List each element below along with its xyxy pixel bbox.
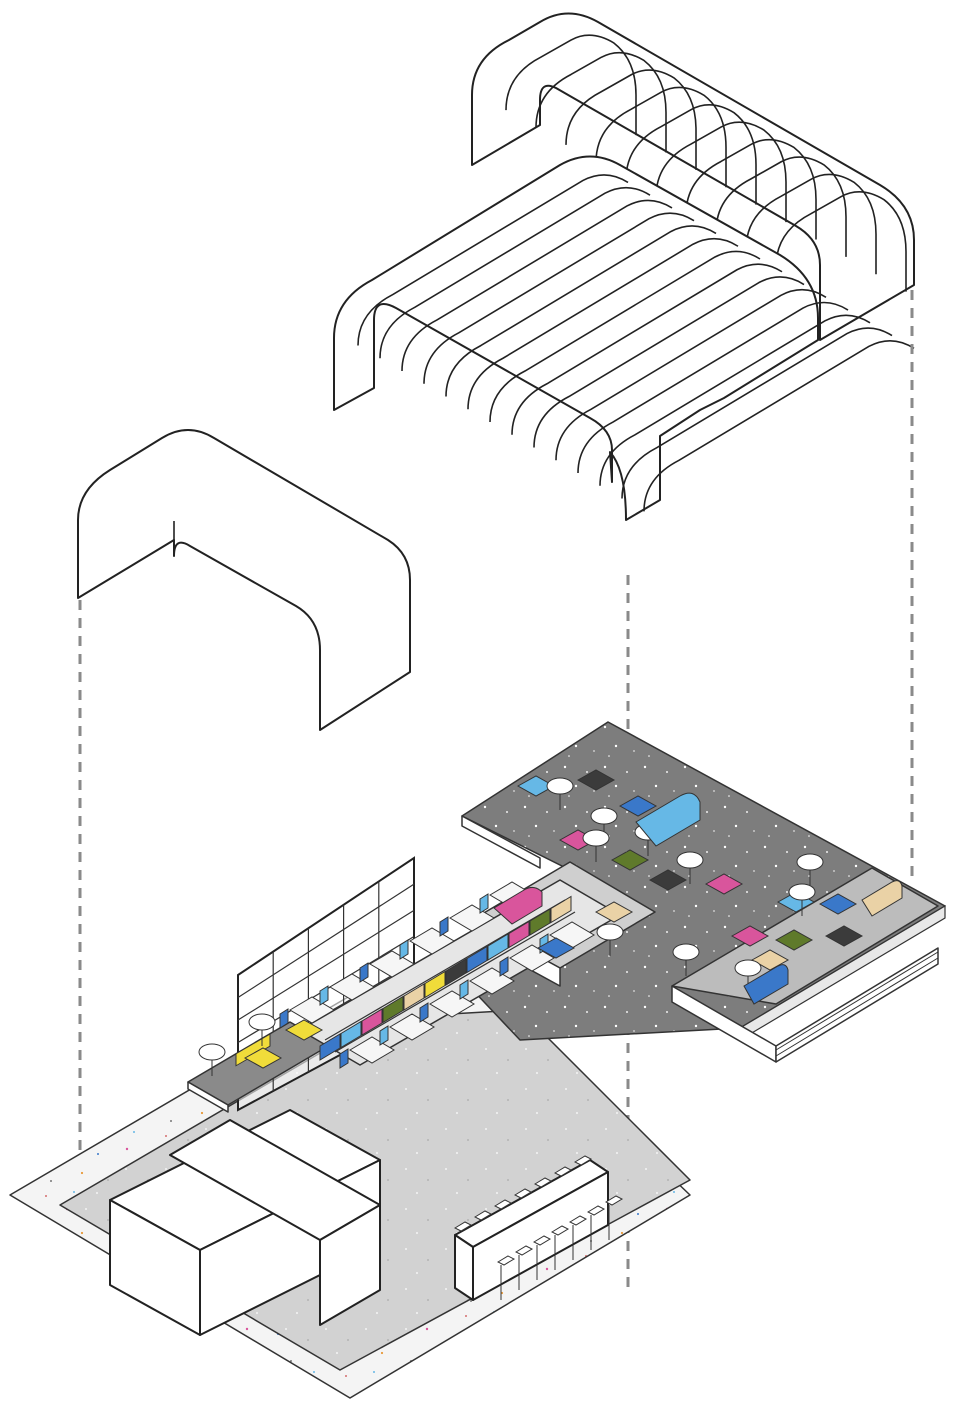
canopy-rib (423, 212, 695, 384)
canopy-rib (445, 225, 717, 397)
canopy-rib (655, 121, 787, 223)
dining-chair (499, 956, 509, 977)
bar-stool (550, 1225, 570, 1236)
canopy-rib (467, 237, 739, 410)
canopy-rib (685, 138, 817, 240)
round-table (788, 883, 816, 901)
round-table (796, 853, 824, 871)
banquette-cushion (361, 1008, 383, 1036)
bar-stool (532, 1235, 552, 1246)
lounge-sofa (635, 792, 701, 847)
round-table (676, 851, 704, 869)
round-table (198, 1043, 226, 1061)
canopy-top (471, 12, 915, 341)
banquette-rail (324, 899, 576, 1053)
dining-chair (279, 1008, 289, 1029)
canopy-rib (775, 191, 907, 292)
lounge-cushion (730, 925, 770, 947)
banquette-cushion (319, 1033, 341, 1061)
banquette-cushion (487, 933, 509, 961)
round-table (248, 1013, 276, 1031)
dining-chair (439, 916, 449, 937)
round-table (596, 923, 624, 941)
dining-chair (359, 962, 369, 983)
bar-stool (553, 1166, 573, 1177)
canopy-rib (555, 288, 827, 461)
bar-stool (573, 1155, 593, 1166)
canopy-rib (357, 174, 629, 346)
bar-stool (568, 1215, 588, 1226)
canopy-rib (511, 263, 783, 435)
canopy-rib (715, 156, 847, 257)
partition-transom (237, 883, 415, 999)
lounge-cushion (576, 769, 616, 791)
bar-stool (533, 1177, 553, 1188)
canopy-rib (533, 276, 805, 448)
canopy-rib (565, 69, 697, 170)
lounge-cushion (618, 795, 658, 817)
lounge-cushion (818, 893, 858, 915)
canopy-rib (489, 250, 761, 423)
bar-stool (473, 1210, 493, 1221)
banquette-cushion (466, 945, 488, 974)
lounge-cushion (824, 925, 864, 947)
round-table (546, 777, 574, 795)
dining-chair (419, 1002, 429, 1023)
partition-transom (237, 909, 415, 1021)
bar-stool (496, 1255, 516, 1266)
lounge-cushion (704, 873, 744, 895)
canopy-rib (643, 340, 915, 512)
lounge-cushion (536, 937, 576, 959)
lounge-furniture (198, 769, 903, 1076)
dining-chair (399, 939, 409, 960)
banquette-cushion (340, 1020, 362, 1049)
banquette-cushion (382, 995, 404, 1024)
canopy-middle (333, 155, 915, 521)
dining-chair (319, 985, 329, 1006)
dining-chair (459, 979, 469, 1000)
banquette-cushion (424, 970, 446, 999)
canopy-rib (577, 301, 849, 474)
bar-stool (514, 1245, 534, 1256)
canopy-small (77, 429, 411, 731)
canopy-rib (595, 86, 727, 188)
canopy-rib (599, 314, 871, 486)
bar-stool (453, 1221, 473, 1232)
bar-stool (604, 1195, 624, 1206)
round-table (582, 829, 610, 847)
canopy-rib (621, 327, 893, 499)
lounge-cushion (594, 901, 634, 923)
round-table (590, 807, 618, 825)
lounge-cushion (243, 1047, 283, 1069)
lounge-cushion (648, 869, 688, 891)
lounge-cushion (284, 1019, 324, 1041)
dining-chair (479, 893, 489, 914)
bar-stool (513, 1188, 533, 1199)
bar-stool (586, 1205, 606, 1216)
banquette-cushion (445, 958, 467, 986)
canopy-rib (535, 51, 667, 153)
bar-counter (453, 1155, 624, 1301)
bar-stool (493, 1199, 513, 1210)
dining-chair (379, 1025, 389, 1046)
round-table (672, 943, 700, 961)
lounge-armchair (861, 880, 903, 917)
service-counter (109, 1109, 381, 1336)
lounge-cushion (774, 929, 814, 951)
canopy-rib (401, 199, 673, 371)
canopy-rib (745, 173, 877, 275)
canopy-rib (379, 186, 651, 359)
round-table (734, 959, 762, 977)
canopy-rib (625, 104, 757, 205)
banquette-cushion (403, 983, 425, 1011)
dining-chair (339, 1048, 349, 1069)
lounge-cushion (610, 849, 650, 871)
lounge-armchair (743, 964, 789, 1005)
canopy-rib (505, 34, 637, 136)
lounge-armchair (493, 886, 543, 925)
